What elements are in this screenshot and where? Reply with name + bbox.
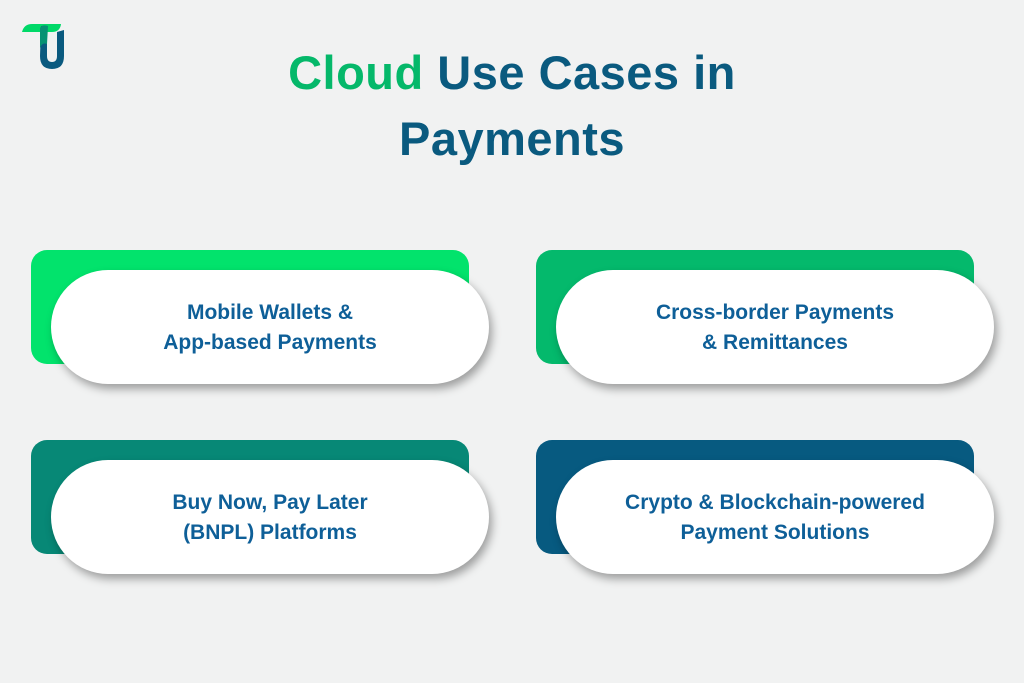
card-label: Buy Now, Pay Later (BNPL) Platforms <box>172 491 368 544</box>
use-case-card-mobile-wallets: Mobile Wallets & App-based Payments <box>31 250 501 390</box>
card-pill: Buy Now, Pay Later (BNPL) Platforms <box>51 460 489 574</box>
card-pill: Mobile Wallets & App-based Payments <box>51 270 489 384</box>
page-title: Cloud Use Cases in Payments <box>0 40 1024 172</box>
use-case-card-crypto: Crypto & Blockchain-powered Payment Solu… <box>536 440 1006 580</box>
logo-icon <box>22 24 64 69</box>
title-line-2: Payments <box>398 112 626 165</box>
title-line-1: Cloud Use Cases in <box>0 40 1024 106</box>
card-pill: Crypto & Blockchain-powered Payment Solu… <box>556 460 994 574</box>
use-case-card-bnpl: Buy Now, Pay Later (BNPL) Platforms <box>31 440 501 580</box>
card-label: Mobile Wallets & App-based Payments <box>163 301 377 354</box>
title-accent-word: Cloud <box>288 46 424 99</box>
title-rest: Use Cases in <box>423 46 736 99</box>
card-label: Cross-border Payments & Remittances <box>655 301 895 354</box>
card-label: Crypto & Blockchain-powered Payment Solu… <box>625 491 925 544</box>
use-case-card-cross-border: Cross-border Payments & Remittances <box>536 250 1006 390</box>
brand-logo <box>20 20 64 70</box>
card-pill: Cross-border Payments & Remittances <box>556 270 994 384</box>
